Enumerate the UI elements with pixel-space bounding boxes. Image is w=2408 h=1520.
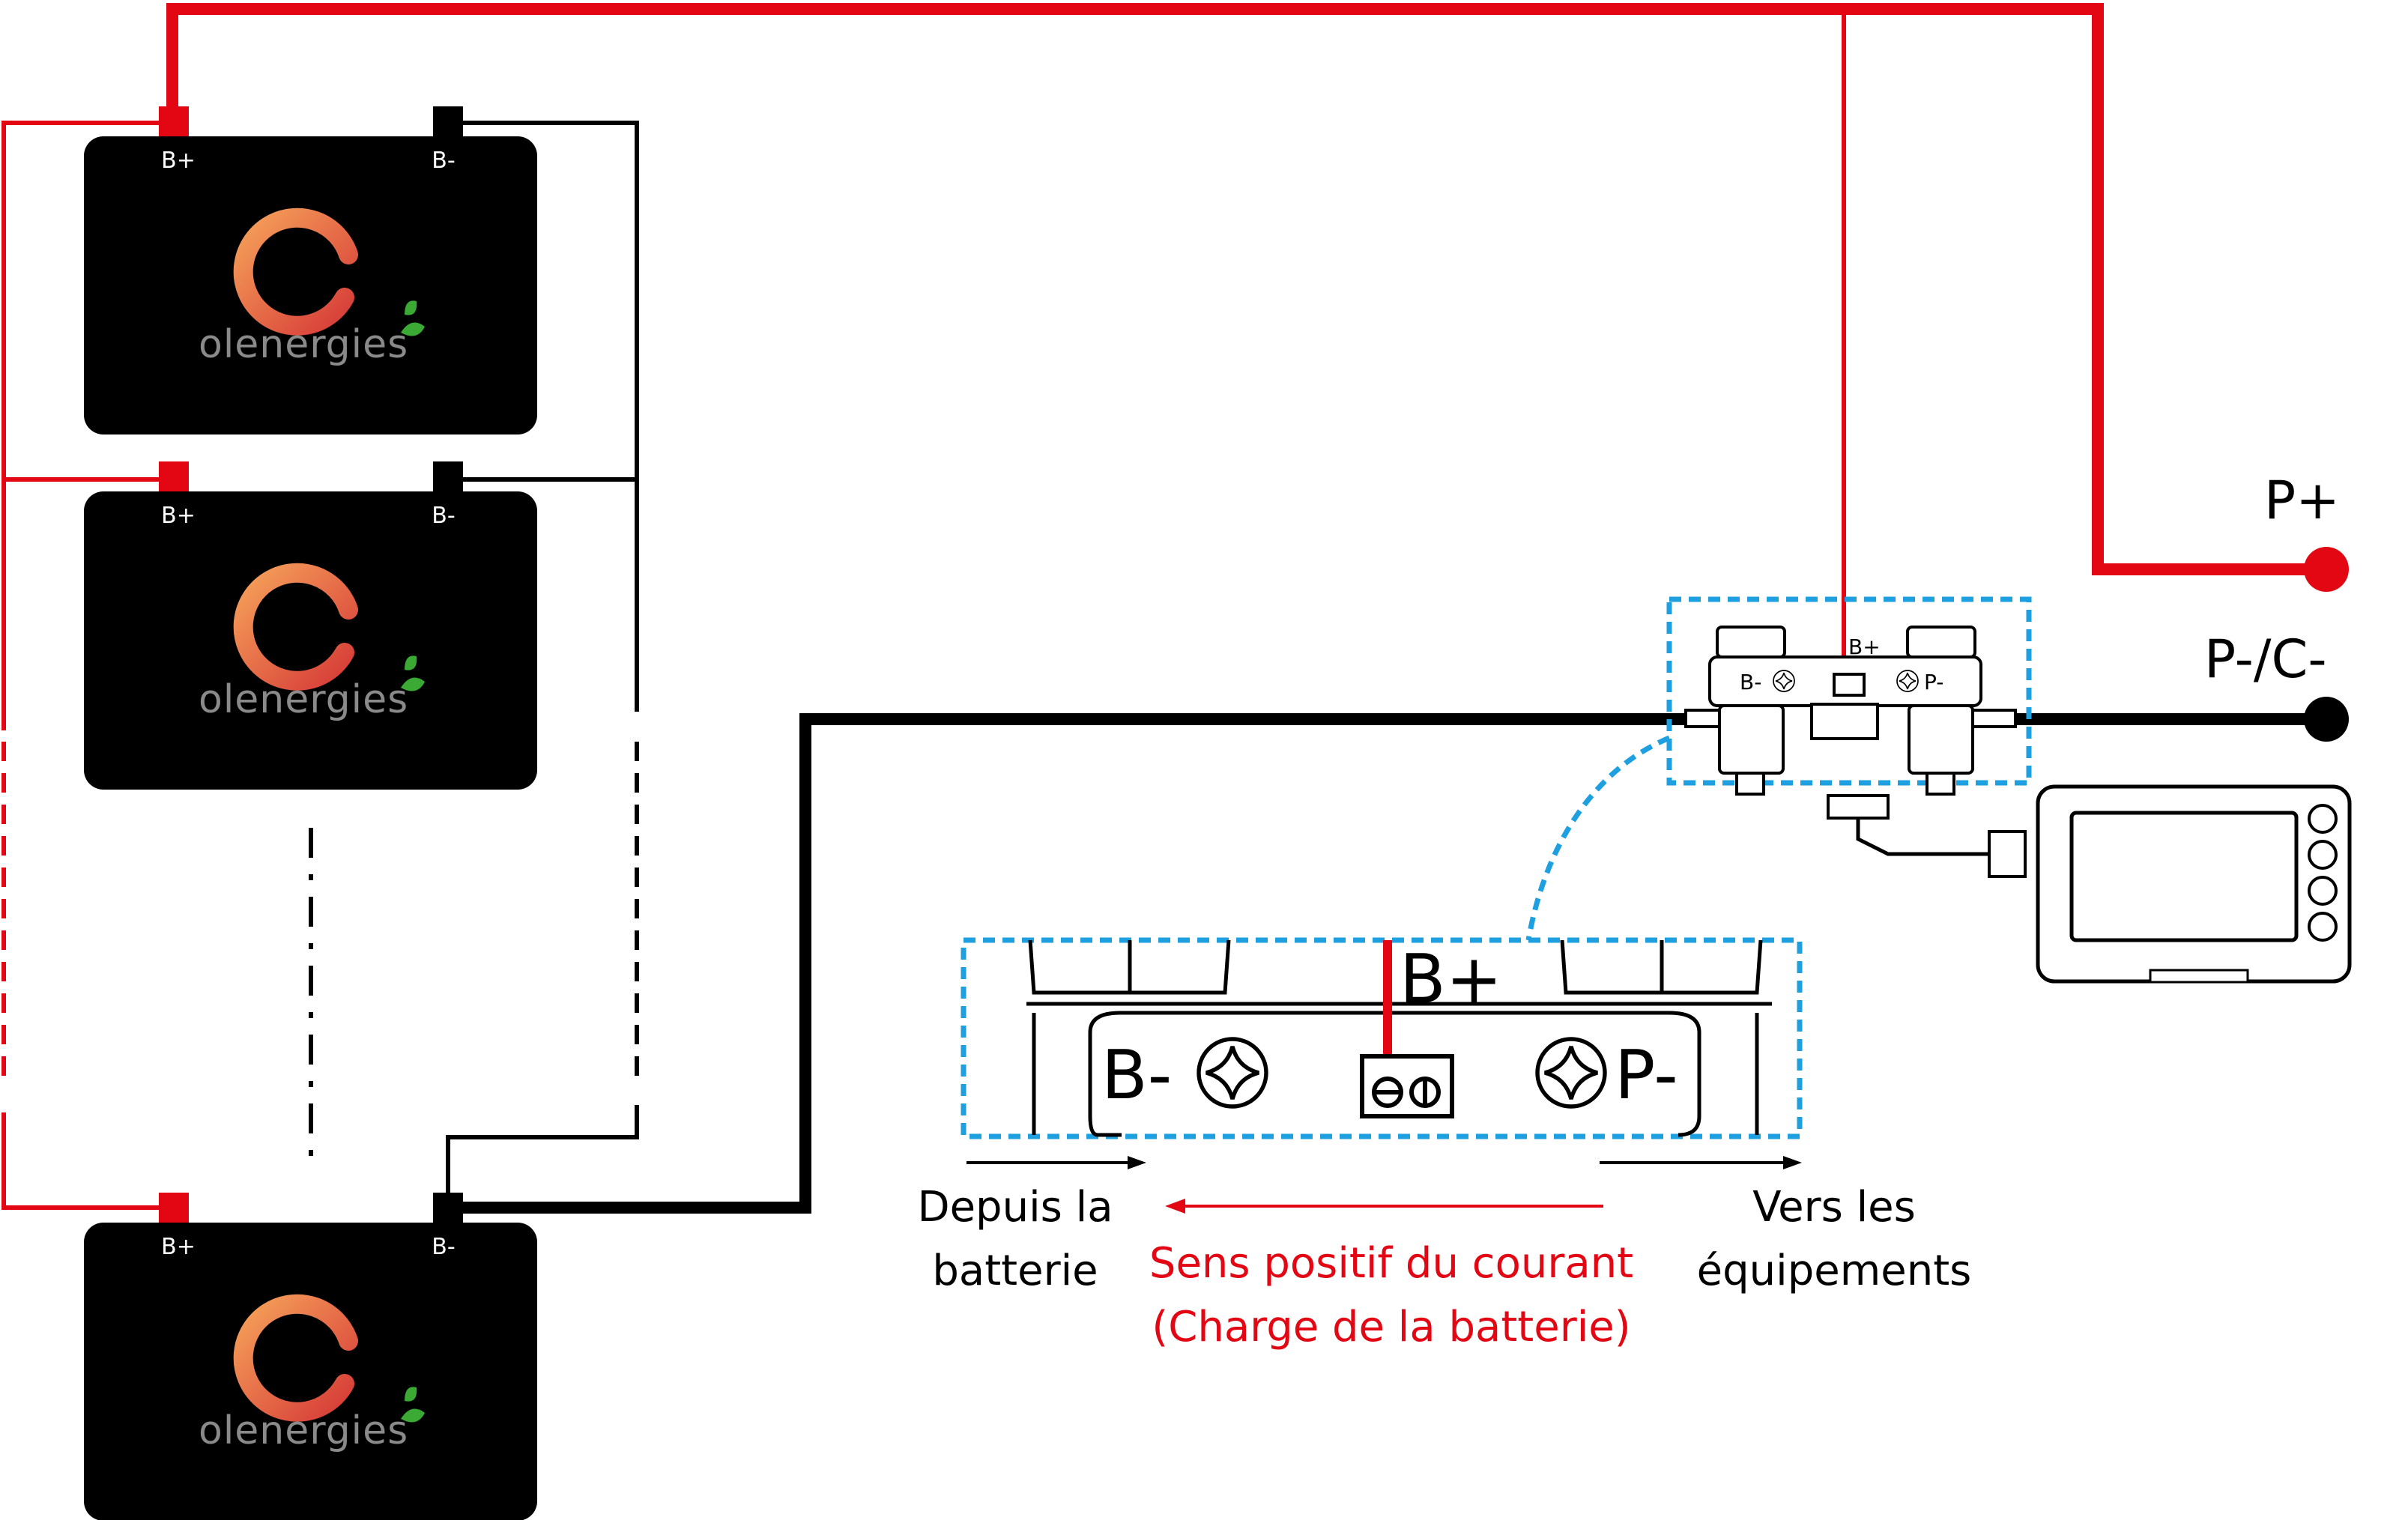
negative-output-terminal [2304, 697, 2349, 742]
battery-stack: B+B-olenergiesB+B-olenergiesB+B-olenergi… [84, 106, 537, 1520]
shunt-small-cap-left [1716, 626, 1786, 658]
arrow-current-direction-head [1165, 1199, 1185, 1214]
monitor-button-2 [2308, 840, 2338, 870]
shunt-small-pminus-label: P- [1924, 670, 1943, 694]
caption-to-equipment-line2: équipements [1697, 1247, 1972, 1295]
caption-current-line2: (Charge de la batterie) [1152, 1303, 1630, 1351]
battery-positive-label: B+ [161, 1234, 196, 1260]
battery-positive-post [159, 1193, 189, 1226]
battery-negative-post [433, 1193, 463, 1226]
shunt-small-bolt-right [1908, 704, 1974, 775]
battery-brand-label: olenergies [199, 677, 408, 722]
shunt-zoom-sense-screw-2 [1409, 1077, 1441, 1108]
positive-output-terminal [2304, 547, 2349, 592]
leaf-icon [401, 1387, 425, 1423]
battery-negative-label: B- [432, 503, 455, 529]
shunt-small-stud-right [1926, 772, 1955, 796]
main-positive-wire [166, 3, 2323, 575]
arrow-to-equipment-head [1783, 1156, 1802, 1169]
battery-positive-post [159, 106, 189, 139]
positive-bus-wire [1, 121, 172, 730]
shunt-small-bolt-left [1718, 704, 1785, 775]
battery-positive-label: B+ [161, 148, 196, 174]
positive-output-label: P+ [2264, 470, 2340, 531]
negative-output-label: P-/C- [2204, 629, 2327, 690]
shunt-zoom: B- B+ P- [961, 937, 1803, 1139]
cable-plug-shunt [1827, 794, 1890, 820]
monitor-button-3 [2308, 876, 2338, 906]
monitor-port [2149, 969, 2249, 984]
arrow-from-battery-head [1128, 1156, 1146, 1169]
battery: B+ B-olenergies [84, 461, 537, 790]
caption-from-battery-line2: batterie [932, 1247, 1098, 1295]
power-logo-icon [233, 208, 381, 336]
shunt-small: B- B+ P- [1666, 596, 2032, 796]
shunt-zoom-bminus-label: B- [1101, 1036, 1172, 1115]
battery: B+ B-olenergies [84, 106, 537, 434]
flow-captions: Depuis la batterie Vers les équipements … [917, 1156, 1971, 1351]
shunt-zoom-bplus-label: B+ [1400, 940, 1502, 1019]
monitor-screen [2069, 811, 2299, 942]
negative-bus-wire [448, 121, 639, 712]
zoom-connector [1525, 735, 1671, 941]
caption-from-battery-line1: Depuis la [917, 1183, 1113, 1232]
shunt-small-foot-right [1969, 709, 2017, 728]
battery-negative-label: B- [432, 1234, 455, 1260]
main-negative-wire [448, 713, 1708, 1214]
monitor-button-1 [2308, 804, 2338, 834]
shunt-small-bminus-label: B- [1740, 670, 1761, 694]
battery-negative-label: B- [432, 148, 455, 174]
shunt-small-stud-left [1735, 772, 1765, 796]
battery-body [84, 491, 537, 790]
battery-body [84, 136, 537, 434]
leaf-icon [401, 655, 425, 691]
shunt-small-sense-terminal [1833, 673, 1866, 697]
shunt-zoom-body [1088, 1011, 1701, 1137]
monitor-button-4 [2308, 912, 2338, 942]
battery-body [84, 1223, 537, 1520]
shunt-small-cap-right [1906, 626, 1976, 658]
battery-positive-post [159, 461, 189, 494]
monitor-assembly [1827, 784, 2352, 984]
positive-bus-wire-lower [1, 1112, 172, 1210]
shunt-small-bplus-label: B+ [1848, 635, 1881, 659]
battery-negative-post [433, 461, 463, 494]
battery-brand-label: olenergies [199, 322, 408, 367]
negative-bus-wire-lower [446, 1105, 639, 1208]
shunt-zoom-frame [961, 937, 1803, 1139]
shunt-zoom-sense-screw-1 [1372, 1077, 1403, 1108]
shunt-small-frame [1666, 596, 2032, 786]
output-terminals: P+ P-/C- [2204, 470, 2349, 742]
shunt-zoom-pminus-label: P- [1615, 1036, 1678, 1115]
leaf-icon [401, 300, 425, 336]
parallel-wiring [1, 3, 2323, 1214]
cable-plug-monitor [1988, 830, 2027, 878]
battery-negative-post [433, 106, 463, 139]
shunt-small-connector [1810, 703, 1879, 740]
power-logo-icon [233, 1294, 381, 1422]
battery: B+ B-olenergies [84, 1193, 537, 1520]
screw-icon [1537, 1039, 1605, 1106]
battery-brand-label: olenergies [199, 1408, 408, 1453]
screw-icon [1199, 1039, 1266, 1106]
power-logo-icon [233, 563, 381, 691]
caption-current-line1: Sens positif du courant [1149, 1239, 1633, 1288]
battery-positive-label: B+ [161, 503, 196, 529]
caption-to-equipment-line1: Vers les [1752, 1183, 1916, 1232]
